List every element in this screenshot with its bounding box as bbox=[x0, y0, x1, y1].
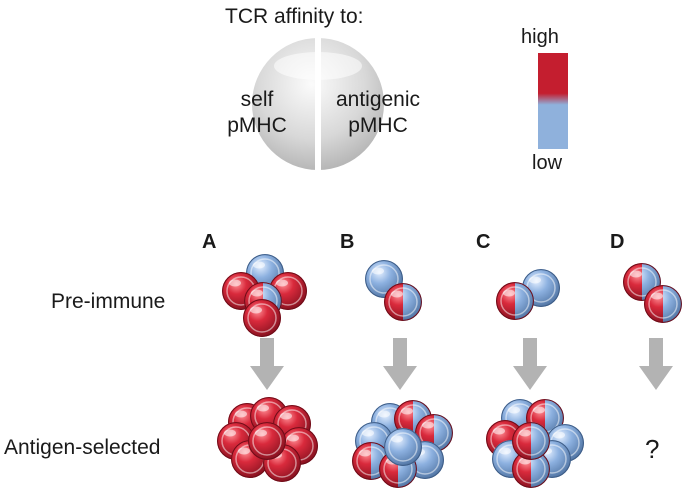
column-letter-a: A bbox=[202, 231, 217, 253]
cell-blue bbox=[384, 428, 422, 466]
down-arrow-icon bbox=[383, 338, 417, 390]
column-letter-d: D bbox=[610, 231, 625, 253]
diagram-title: TCR affinity to: bbox=[225, 5, 364, 28]
antigenic-label-line2: pMHC bbox=[348, 114, 408, 137]
row-label-antigen-selected: Antigen-selected bbox=[4, 436, 161, 459]
column-letter-b: B bbox=[340, 231, 355, 253]
cell-split bbox=[384, 283, 422, 321]
column-letter-c: C bbox=[476, 231, 491, 253]
cell-red bbox=[243, 299, 281, 337]
cell-split bbox=[512, 422, 550, 460]
cell-split bbox=[512, 450, 550, 488]
cell-red bbox=[248, 422, 286, 460]
legend-low-label: low bbox=[532, 152, 563, 174]
antigenic-pmhc-label: antigenic pMHC bbox=[322, 87, 434, 139]
down-arrow-icon bbox=[513, 338, 547, 390]
antigenic-label-line1: antigenic bbox=[335, 88, 421, 111]
cell-split bbox=[496, 282, 534, 320]
self-pmhc-label: self pMHC bbox=[212, 87, 302, 139]
self-label-line1: self bbox=[240, 88, 274, 111]
cell-split bbox=[623, 263, 661, 301]
arrows bbox=[250, 338, 673, 390]
row-label-pre-immune: Pre-immune bbox=[51, 290, 166, 313]
unknown-outcome-mark: ? bbox=[645, 434, 660, 464]
tcr-sphere bbox=[252, 35, 384, 175]
self-label-line2: pMHC bbox=[227, 114, 287, 137]
down-arrow-icon bbox=[639, 338, 673, 390]
down-arrow-icon bbox=[250, 338, 284, 390]
legend-high-label: high bbox=[521, 26, 559, 48]
cell-clusters bbox=[217, 254, 682, 488]
affinity-legend-bar bbox=[538, 53, 568, 149]
cell-split bbox=[644, 285, 682, 323]
